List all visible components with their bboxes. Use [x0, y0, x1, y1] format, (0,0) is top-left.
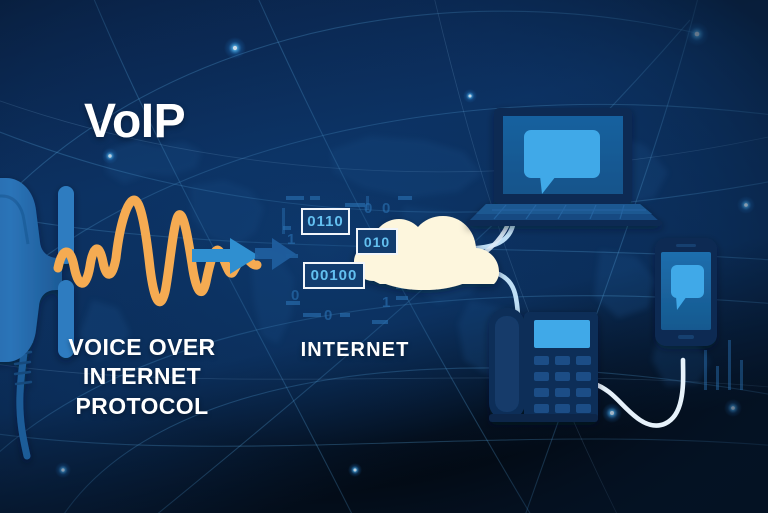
desk-phone: [489, 308, 598, 422]
audio-waveform: [53, 195, 262, 307]
chat-bubble-laptop: [524, 130, 600, 194]
subtitle-line-2: INTERNET: [82, 363, 202, 390]
arrow-wave-to-packets: [192, 238, 259, 274]
chat-bubble-smartphone: [671, 265, 704, 310]
internet-label: INTERNET: [300, 339, 410, 361]
binary-packet-middle: 010: [356, 228, 398, 255]
binary-packet-bottom: 00100: [303, 262, 365, 289]
svg-text:0: 0: [324, 307, 332, 324]
subtitle: VOICE OVER INTERNET PROTOCOL: [24, 333, 260, 421]
laptop: [466, 108, 662, 226]
svg-text:0: 0: [382, 200, 390, 217]
connection-line-phone-to-mobile: [589, 357, 686, 428]
binary-packet-top: 0110: [301, 208, 350, 235]
subtitle-line-3: PROTOCOL: [75, 392, 209, 419]
smartphone: [655, 238, 717, 346]
svg-text:1: 1: [382, 294, 390, 311]
arrow-packets-to-cloud: [255, 238, 296, 270]
page-title: VoIP: [84, 95, 186, 148]
svg-text:1: 1: [287, 231, 295, 248]
subtitle-line-1: VOICE OVER: [68, 334, 216, 360]
svg-text:0: 0: [364, 200, 372, 217]
telephone-handset: [0, 178, 74, 460]
circuit-traces: [282, 196, 743, 390]
desk-phone-keypad: [534, 356, 591, 413]
svg-text:0: 0: [291, 287, 299, 304]
